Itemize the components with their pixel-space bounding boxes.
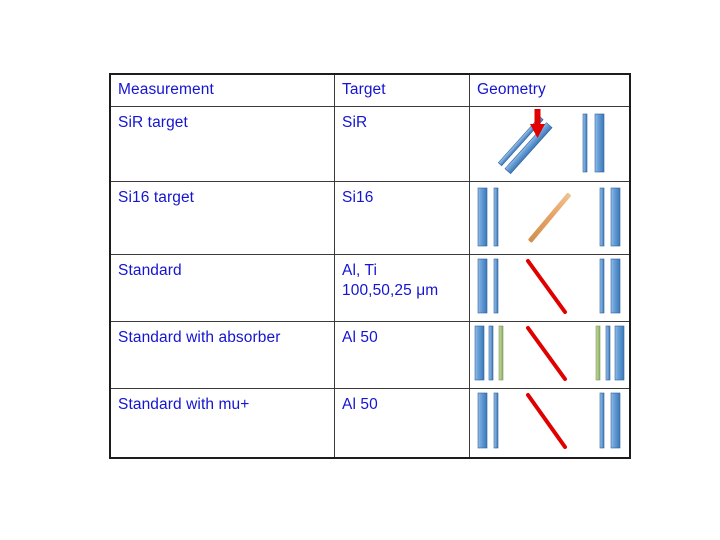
measurement-label: Standard with mu+ <box>118 396 250 413</box>
target-label: Al, Ti 100,50,25 μm <box>342 262 439 300</box>
cell-geometry <box>469 321 630 389</box>
red-target-line <box>526 326 567 381</box>
beam-arrow-down <box>530 109 545 138</box>
column-header-measurement: Measurement <box>118 81 214 98</box>
geometry-table: Measurement Target Geometry SiR target S… <box>109 73 631 459</box>
measurement-label: SiR target <box>118 114 188 131</box>
cell-target: Al, Ti 100,50,25 μm <box>334 254 470 322</box>
table-header-row: Measurement Target Geometry <box>110 74 630 107</box>
table-row: Standard with mu+ Al 50 <box>110 388 630 458</box>
right-absorber-counter-group <box>595 325 625 381</box>
tilted-target-bars <box>497 116 553 175</box>
cell-target: SiR <box>334 106 470 182</box>
left-counter-pair <box>477 258 499 314</box>
table-row: Si16 target Si16 <box>110 181 630 255</box>
cell-measurement: Standard with absorber <box>110 321 335 389</box>
tan-target-bar <box>528 192 571 243</box>
left-counter-pair <box>477 187 499 247</box>
right-counter-pair <box>582 113 605 173</box>
geometry-diagram-tilted-sir-target-with-beam-arrow <box>470 107 629 181</box>
geometry-diagram-counters-with-tan-target <box>470 182 629 254</box>
target-label: Si16 <box>342 189 374 206</box>
geometry-diagram-counters-with-absorber-and-red-target <box>470 322 629 388</box>
cell-measurement: Standard <box>110 254 335 322</box>
measurement-label: Standard with absorber <box>118 329 281 346</box>
measurement-label: Si16 target <box>118 189 195 206</box>
cell-target: Si16 <box>334 181 470 255</box>
left-counter-absorber-group <box>474 325 504 381</box>
geometry-diagram-counters-with-red-target <box>470 255 629 321</box>
cell-measurement: SiR target <box>110 106 335 182</box>
measurement-label: Standard <box>118 262 182 279</box>
cell-measurement: Standard with mu+ <box>110 388 335 458</box>
column-header-geometry: Geometry <box>477 81 546 98</box>
geometry-diagram-counters-with-red-target-mu <box>470 389 629 457</box>
red-target-line <box>526 259 567 314</box>
target-label: Al 50 <box>342 396 378 413</box>
header-cell-measurement: Measurement <box>110 74 335 107</box>
header-cell-target: Target <box>334 74 470 107</box>
target-label: SiR <box>342 114 368 131</box>
cell-geometry <box>469 388 630 458</box>
table-row: Standard Al, Ti 100,50,25 μm <box>110 254 630 322</box>
right-counter-pair <box>599 258 621 314</box>
header-cell-geometry: Geometry <box>469 74 630 107</box>
cell-geometry <box>469 181 630 255</box>
red-target-line <box>526 393 567 449</box>
table-row: Standard with absorber Al 50 <box>110 321 630 389</box>
cell-target: Al 50 <box>334 321 470 389</box>
cell-target: Al 50 <box>334 388 470 458</box>
cell-geometry <box>469 106 630 182</box>
left-counter-pair <box>477 392 499 449</box>
cell-measurement: Si16 target <box>110 181 335 255</box>
column-header-target: Target <box>342 81 386 98</box>
cell-geometry <box>469 254 630 322</box>
right-counter-pair <box>599 187 621 247</box>
table-row: SiR target SiR <box>110 106 630 182</box>
target-label: Al 50 <box>342 329 378 346</box>
right-counter-pair <box>599 392 621 449</box>
